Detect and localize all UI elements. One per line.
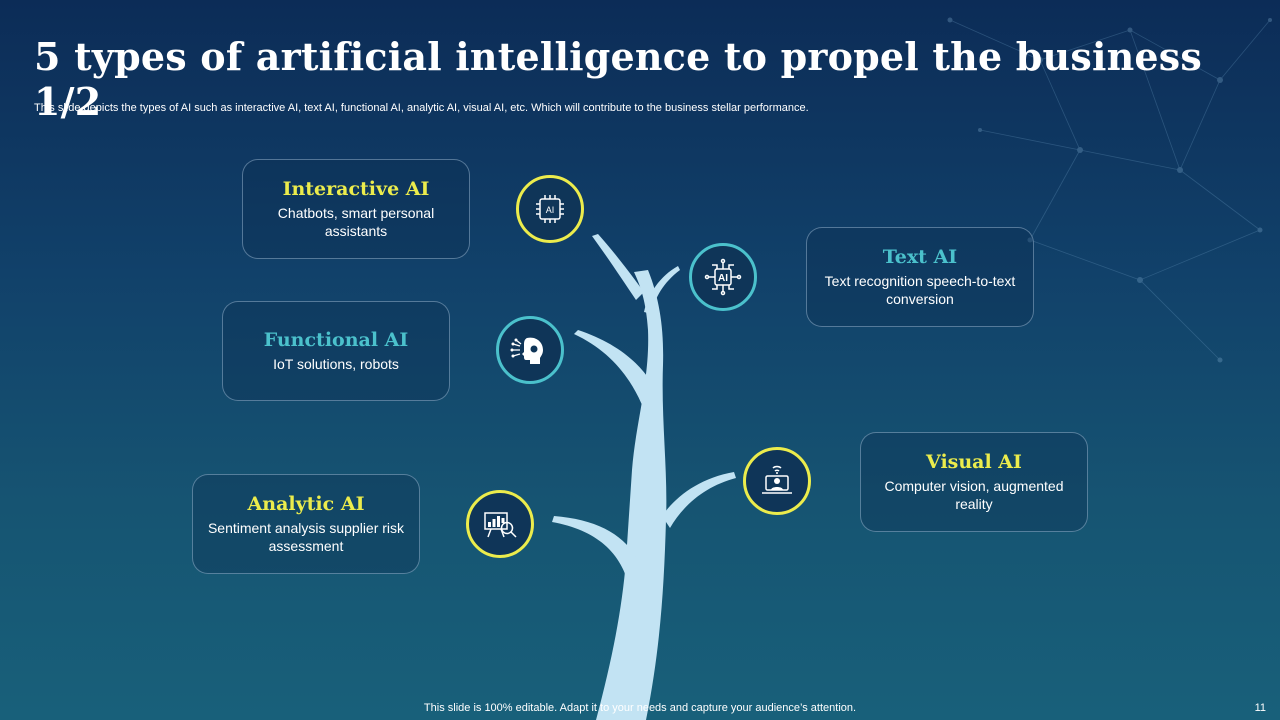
card-title: Text AI xyxy=(883,246,957,268)
chip-label: AI xyxy=(546,205,555,215)
card-description: Chatbots, smart personal assistants xyxy=(257,204,455,240)
card-interactive-ai: Interactive AI Chatbots, smart personal … xyxy=(242,159,470,259)
chip-label: AI xyxy=(718,273,728,284)
chip-icon: AI xyxy=(516,175,584,243)
chart-magnifier-icon xyxy=(466,490,534,558)
card-description: Computer vision, augmented reality xyxy=(875,477,1073,513)
card-description: Sentiment analysis supplier risk assessm… xyxy=(207,519,405,555)
page-number: 11 xyxy=(1255,702,1266,714)
card-title: Interactive AI xyxy=(283,178,430,200)
card-title: Functional AI xyxy=(264,329,409,351)
ai-head-icon xyxy=(496,316,564,384)
footer-note: This slide is 100% editable. Adapt it to… xyxy=(0,702,1280,714)
ai-circuit-icon: AI xyxy=(689,243,757,311)
card-title: Visual AI xyxy=(926,451,1022,473)
card-functional-ai: Functional AI IoT solutions, robots xyxy=(222,301,450,401)
card-analytic-ai: Analytic AI Sentiment analysis supplier … xyxy=(192,474,420,574)
laptop-vision-icon xyxy=(743,447,811,515)
card-visual-ai: Visual AI Computer vision, augmented rea… xyxy=(860,432,1088,532)
card-text-ai: Text AI Text recognition speech-to-text … xyxy=(806,227,1034,327)
card-description: IoT solutions, robots xyxy=(273,355,399,373)
card-description: Text recognition speech-to-text conversi… xyxy=(821,272,1019,308)
card-title: Analytic AI xyxy=(248,493,365,515)
